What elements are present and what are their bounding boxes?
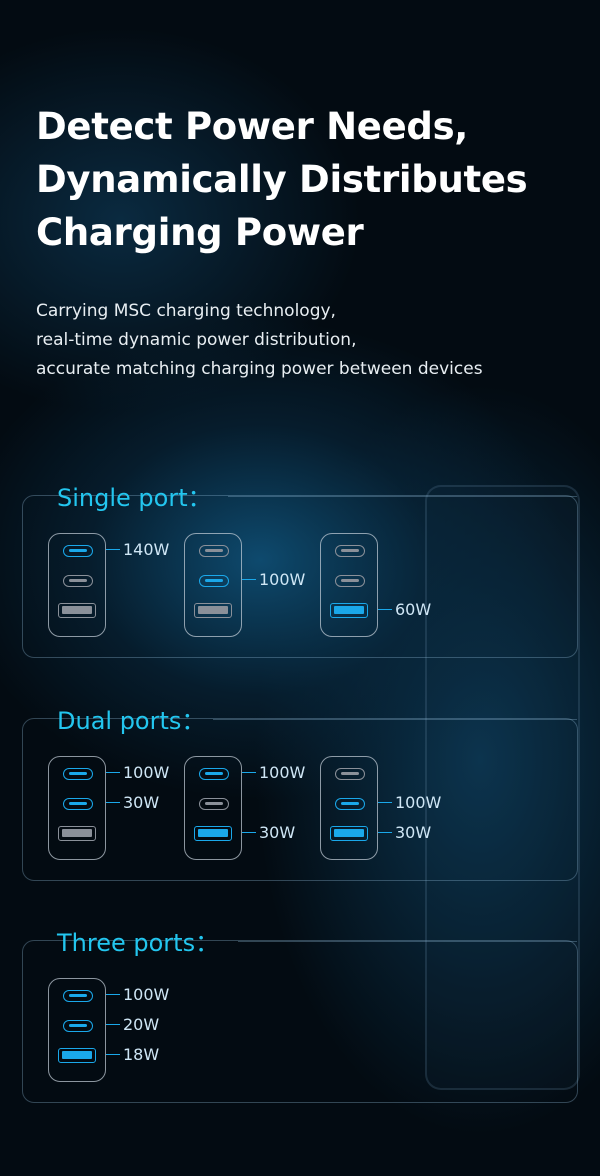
wattage-text: 30W [123,793,160,812]
usb-a-port-icon [58,826,96,841]
usb-c-port-icon [199,545,229,557]
charger-product-silhouette [425,485,580,1090]
page-title: Detect Power Needs, Dynamically Distribu… [36,100,528,259]
wattage-text: 30W [395,823,432,842]
power-label: 100W [242,763,305,782]
section-title: Dual ports： [57,707,206,735]
usb-c-port-icon [335,768,365,780]
usb-c-port-icon [335,575,365,587]
charger-diagram [48,756,106,860]
title-line: Charging Power [36,211,364,254]
usb-a-port-icon [58,603,96,618]
wattage-text: 60W [395,600,432,619]
usb-c-port-icon [335,545,365,557]
connector-line [242,578,256,581]
usb-c-port-icon [63,575,93,587]
charger-diagram [320,756,378,860]
connector-line [106,771,120,774]
wattage-text: 100W [259,570,306,589]
connector-line [242,831,256,834]
wattage-text: 140W [123,540,170,559]
usb-a-port-icon [330,603,368,618]
subtitle-line: Carrying MSC charging technology, [36,301,336,321]
usb-c-port-icon [335,798,365,810]
connector-line [378,831,392,834]
usb-c-port-icon [199,575,229,587]
power-label: 140W [106,540,169,559]
subtitle: Carrying MSC charging technology, real-t… [36,297,483,384]
charger-diagram [320,533,378,637]
title-line: Dynamically Distributes [36,158,528,201]
power-label: 100W [106,763,169,782]
section-divider [238,941,577,942]
charger-diagram [48,978,106,1082]
usb-c-port-icon [63,990,93,1002]
wattage-text: 100W [123,985,170,1004]
section-three-port: Three ports： 100W 20W 18W [22,929,578,1103]
power-label: 100W [242,570,305,589]
wattage-text: 20W [123,1015,160,1034]
wattage-text: 100W [259,763,306,782]
connector-line [242,771,256,774]
subtitle-line: accurate matching charging power between… [36,359,483,379]
section-title: Single port： [57,484,212,512]
connector-line [106,801,120,804]
power-label: 100W [106,985,169,1004]
section-dual-port: Dual ports： 100W 30W 100W 30W 100W 30W [22,707,578,881]
usb-c-port-icon [63,768,93,780]
power-label: 100W [378,793,441,812]
section-divider [228,496,577,497]
power-label: 20W [106,1015,159,1034]
usb-a-port-icon [58,1048,96,1063]
connector-line [106,993,120,996]
connector-line [106,1023,120,1026]
power-label: 30W [106,793,159,812]
wattage-text: 18W [123,1045,160,1064]
power-label: 30W [242,823,295,842]
title-line: Detect Power Needs, [36,105,469,148]
usb-a-port-icon [194,826,232,841]
usb-a-port-icon [330,826,368,841]
connector-line [378,608,392,611]
usb-c-port-icon [199,798,229,810]
connector-line [378,801,392,804]
power-label: 18W [106,1045,159,1064]
connector-line [106,548,120,551]
usb-c-port-icon [63,798,93,810]
power-label: 60W [378,600,431,619]
power-label: 30W [378,823,431,842]
subtitle-line: real-time dynamic power distribution, [36,330,357,350]
connector-line [106,1053,120,1056]
section-divider [213,719,577,720]
wattage-text: 100W [395,793,442,812]
section-title: Three ports： [57,929,220,957]
charger-diagram [184,756,242,860]
charger-diagram [48,533,106,637]
section-single-port: Single port： 140W 100W 60W [22,484,578,658]
usb-c-port-icon [63,1020,93,1032]
wattage-text: 100W [123,763,170,782]
usb-c-port-icon [199,768,229,780]
usb-c-port-icon [63,545,93,557]
charger-diagram [184,533,242,637]
wattage-text: 30W [259,823,296,842]
usb-a-port-icon [194,603,232,618]
